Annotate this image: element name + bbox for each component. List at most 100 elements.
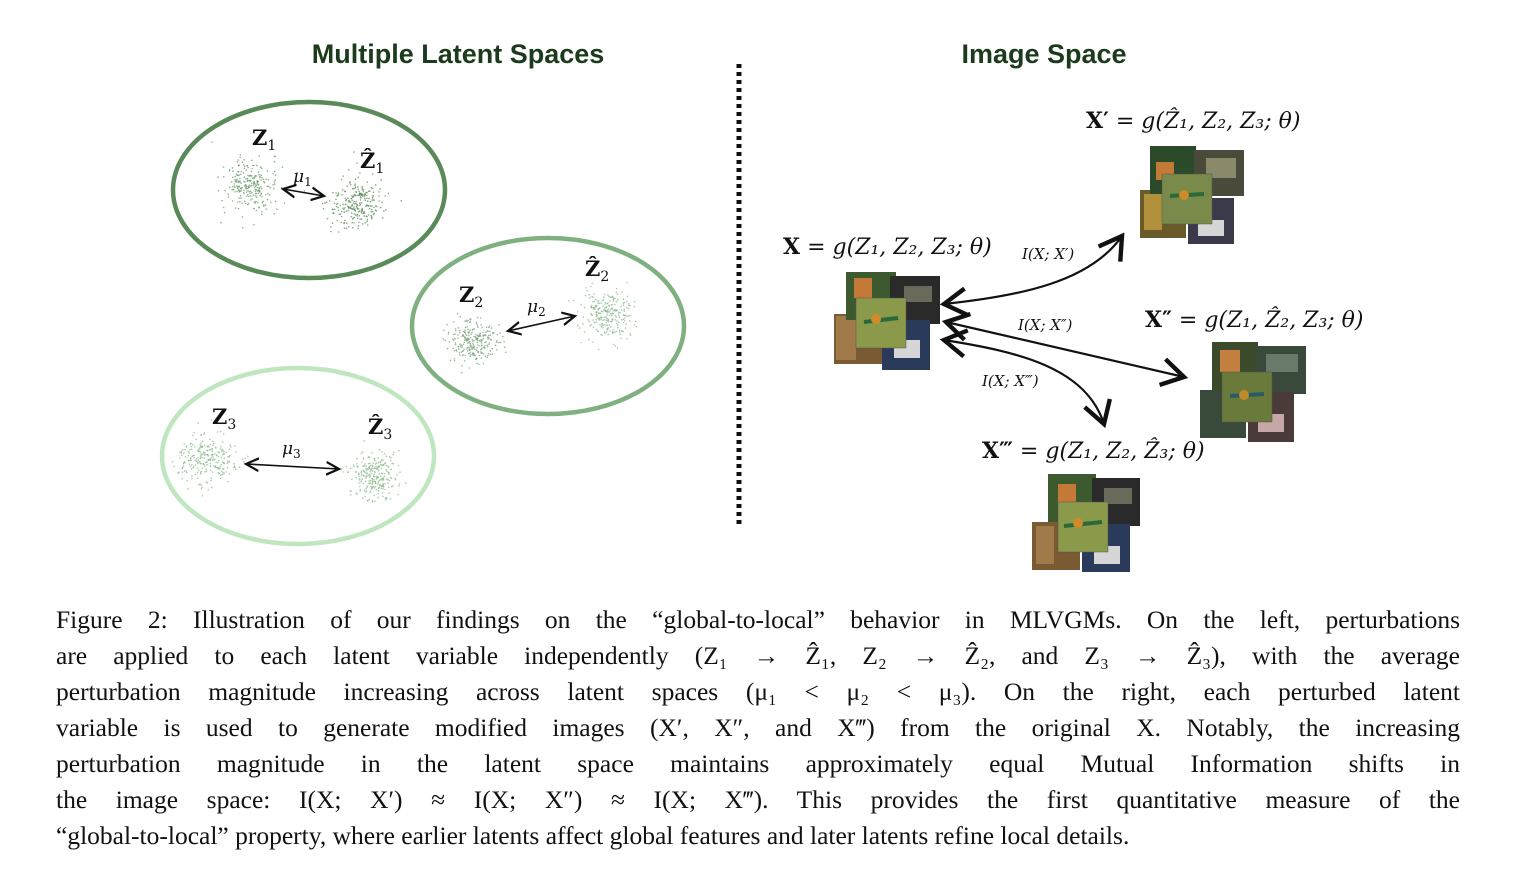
latent-sample-point [217,451,219,453]
latent-sample-point [629,334,632,336]
latent-sample-point [612,310,615,312]
latent-sample-point [199,456,202,458]
latent-sample-point [593,300,596,303]
latent-sample-point [189,456,192,459]
latent-sample-point [200,462,202,465]
latent-sample-point [629,332,631,335]
latent-sample-point [471,352,474,354]
latent-sample-point [228,170,231,172]
latent-sample-point [361,194,363,196]
latent-sample-point [197,461,199,464]
latent-sample-point [239,154,242,156]
latent-sample-point [361,478,364,480]
latent-sample-point [583,306,586,309]
latent-sample-point [365,205,367,207]
latent-sample-point [192,467,195,469]
latent-sample-point [224,189,226,192]
latent-sample-point [366,181,369,183]
latent-sample-point [368,456,371,458]
latent-sample-point [580,303,583,306]
latent-sample-point [377,480,380,483]
latent-sample-point [171,461,174,463]
latent-sample-point [384,497,387,499]
latent-sample-point [247,455,249,458]
latent-sample-point [257,201,259,204]
latent-sample-point [348,169,350,171]
latent-sample-point [372,462,375,464]
latent-sample-point [468,367,471,369]
latent-sample-point [203,433,205,436]
latent-sample-point [243,192,245,194]
latent-sample-point [454,342,457,344]
latent-sample-point [212,440,214,443]
latent-sample-point [487,338,489,340]
latent-sample-point [254,188,257,191]
latent-sample-point [380,472,383,475]
latent-sample-point [457,334,459,336]
latent-sample-point [459,343,461,345]
latent-sample-point [368,197,370,200]
latent-sample-point [199,443,202,446]
latent-sample-point [384,462,387,464]
latent-sample-point [370,211,373,213]
latent-sample-point [464,354,466,357]
latent-sample-point [470,333,472,336]
latent-sample-point [198,448,201,451]
latent-sample-point [184,456,187,458]
latent-sample-point [595,318,598,321]
latent-sample-point [356,162,358,164]
latent-sample-point [382,479,385,481]
latent-sample-point [472,328,475,331]
latent-sample-point [600,310,603,313]
latent-sample-point [253,201,256,203]
latent-sample-point [607,294,609,296]
latent-sample-point [598,317,601,320]
latent-sample-point [488,325,491,328]
latent-sample-point [255,209,258,212]
latent-sample-point [194,446,196,448]
latent-sample-point [249,185,252,187]
latent-sample-point [582,316,585,318]
latent-sample-point [454,343,457,346]
latent-sample-point [452,347,454,350]
latent-sample-point [339,204,342,207]
latent-sample-point [612,312,614,315]
latent-sample-point [619,312,622,314]
latent-sample-point [346,185,349,187]
latent-sample-point [273,160,276,163]
mu3-label: μ3 [282,439,301,461]
latent-sample-point [362,457,365,459]
latent-sample-point [239,195,242,197]
latent-sample-point [459,345,462,348]
latent-sample-point [363,489,366,492]
latent-sample-point [234,179,237,181]
latent-sample-point [499,341,502,344]
latent-sample-point [337,193,340,196]
latent-sample-point [187,454,190,457]
latent-sample-point [463,336,466,338]
latent-sample-point [620,337,622,340]
latent-space-1: Z1 Ẑ1 μ1 [170,99,448,281]
latent-sample-point [368,476,371,478]
latent-sample-point [611,318,614,320]
latent-sample-point [344,197,347,199]
latent-sample-point [203,444,206,447]
latent-sample-point [626,315,628,317]
latent-sample-point [214,453,216,455]
latent-sample-point [605,316,607,318]
latent-sample-point [373,480,375,483]
latent-sample-point [273,213,276,215]
latent-sample-point [485,341,487,343]
latent-sample-point [349,183,352,186]
latent-sample-point [585,287,587,289]
latent-sample-point [252,164,254,167]
latent-sample-point [218,451,221,454]
latent-sample-point [382,473,384,475]
latent-sample-point [356,463,358,465]
latent-sample-point [390,485,393,488]
latent-sample-point [373,473,376,476]
latent-sample-point [255,196,258,198]
latent-sample-point [584,294,587,297]
latent-sample-point [598,307,601,310]
latent-sample-point [353,213,356,215]
